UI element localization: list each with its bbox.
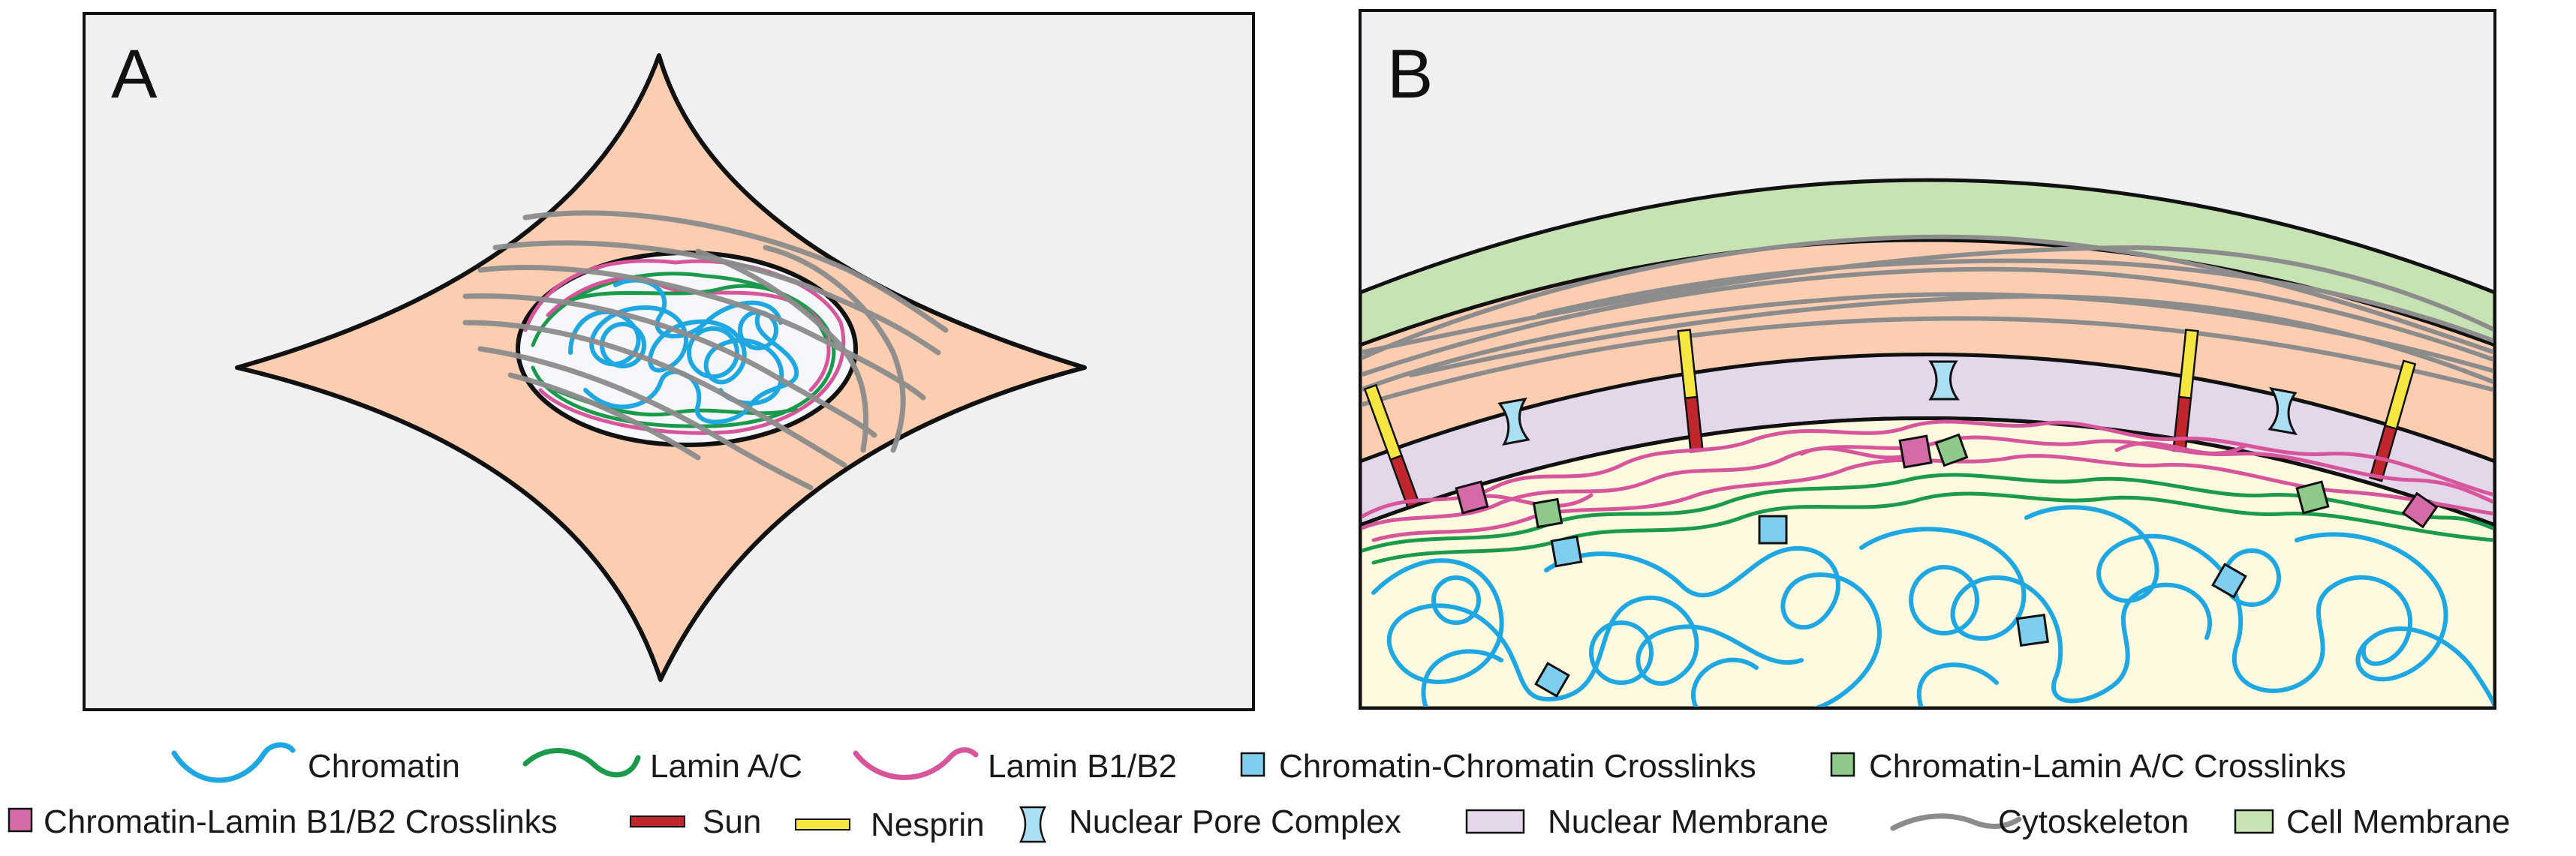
nuclear-pore-3	[2268, 386, 2298, 436]
pink-square-icon	[8, 807, 33, 833]
legend-item-nesprin: Nesprin	[795, 806, 985, 843]
lamin-ac-wave-icon	[522, 748, 641, 778]
red-bar-icon	[630, 815, 685, 827]
cc-crosslink	[2211, 563, 2247, 599]
legend-item-cl-b-crosslinks: Chromatin-Lamin B1/B2 Crosslinks	[8, 803, 558, 840]
legend-item-cl-ac-crosslinks: Chromatin-Lamin A/C Crosslinks	[1830, 748, 2346, 785]
legend-label: Lamin B1/B2	[988, 748, 1177, 785]
cl-b-crosslink	[1898, 434, 1933, 469]
chromatin-wave-icon	[171, 742, 296, 783]
lavender-rect-icon	[1465, 809, 1525, 834]
legend-label: Nuclear Pore Complex	[1069, 803, 1401, 840]
legend-item-cytoskeleton: Cytoskeleton	[1890, 803, 2189, 840]
legend-item-cell-membrane: Cell Membrane	[2234, 803, 2510, 840]
legend-label: Lamin A/C	[650, 748, 802, 785]
green-square-icon	[1830, 752, 1855, 777]
hourglass-icon	[1019, 806, 1047, 843]
linc-4	[2369, 359, 2417, 482]
nuclear-pore-complexes	[1497, 360, 2298, 446]
legend-label: Nuclear Membrane	[1548, 803, 1828, 840]
legend-label: Chromatin-Lamin B1/B2 Crosslinks	[44, 803, 558, 840]
legend-label: Chromatin-Lamin A/C Crosslinks	[1869, 748, 2346, 785]
legend-label: Sun	[703, 803, 761, 840]
legend-item-nuclear-membrane: Nuclear Membrane	[1465, 803, 1828, 840]
cl-ac-crosslink	[1532, 497, 1563, 529]
legend-item-npc: Nuclear Pore Complex	[1019, 803, 1401, 843]
lamin-b-wave-icon	[853, 747, 979, 780]
legend-item-sun: Sun	[630, 803, 761, 840]
cl-b-crosslink	[1455, 480, 1489, 515]
sun-bar	[2369, 424, 2398, 482]
panel-b: B	[1359, 9, 2496, 710]
yellow-bar-icon	[795, 818, 850, 830]
legend-label: Chromatin-Chromatin Crosslinks	[1279, 748, 1756, 785]
cl-ac-crosslink	[2295, 480, 2330, 515]
legend-item-chromatin: Chromatin	[171, 742, 460, 785]
cc-crosslink	[2015, 613, 2050, 647]
linc-2	[1677, 329, 1704, 453]
nuclear-pore-2	[1928, 360, 1960, 401]
panel-b-label: B	[1387, 36, 1433, 113]
cl-b-crosslink	[2401, 491, 2439, 529]
legend-label: Cell Membrane	[2286, 803, 2510, 840]
panel-a: A	[83, 12, 1255, 711]
cc-crosslink	[1550, 535, 1583, 568]
linc-1	[1363, 383, 1421, 509]
cc-crosslink	[1758, 515, 1788, 545]
cc-crosslink	[1534, 662, 1570, 698]
legend-item-lamin-b: Lamin B1/B2	[853, 747, 1177, 785]
panel-a-cytoskeleton	[462, 210, 949, 491]
nuclear-pore-1	[1497, 397, 1530, 446]
light-green-rect-icon	[2234, 809, 2274, 834]
legend-label: Cytoskeleton	[1998, 803, 2189, 840]
panel-a-label: A	[111, 36, 158, 113]
gray-wave-icon	[1890, 813, 2022, 831]
legend: Chromatin Lamin A/C Lamin B1/B2 Chromati…	[8, 742, 2510, 843]
legend-item-cc-crosslinks: Chromatin-Chromatin Crosslinks	[1240, 748, 1756, 785]
blue-square-icon	[1240, 752, 1265, 777]
legend-label: Nesprin	[871, 806, 985, 843]
legend-label: Chromatin	[308, 748, 460, 785]
sun-bar	[1389, 454, 1421, 509]
linc-complexes	[1363, 329, 2417, 509]
crosslinks	[1455, 433, 2439, 698]
panel-b-cytoskeleton	[1362, 234, 2493, 407]
cl-ac-crosslink	[1934, 433, 1969, 467]
panel-b-chromatin	[1371, 505, 2493, 707]
legend-item-lamin-ac: Lamin A/C	[522, 748, 802, 785]
